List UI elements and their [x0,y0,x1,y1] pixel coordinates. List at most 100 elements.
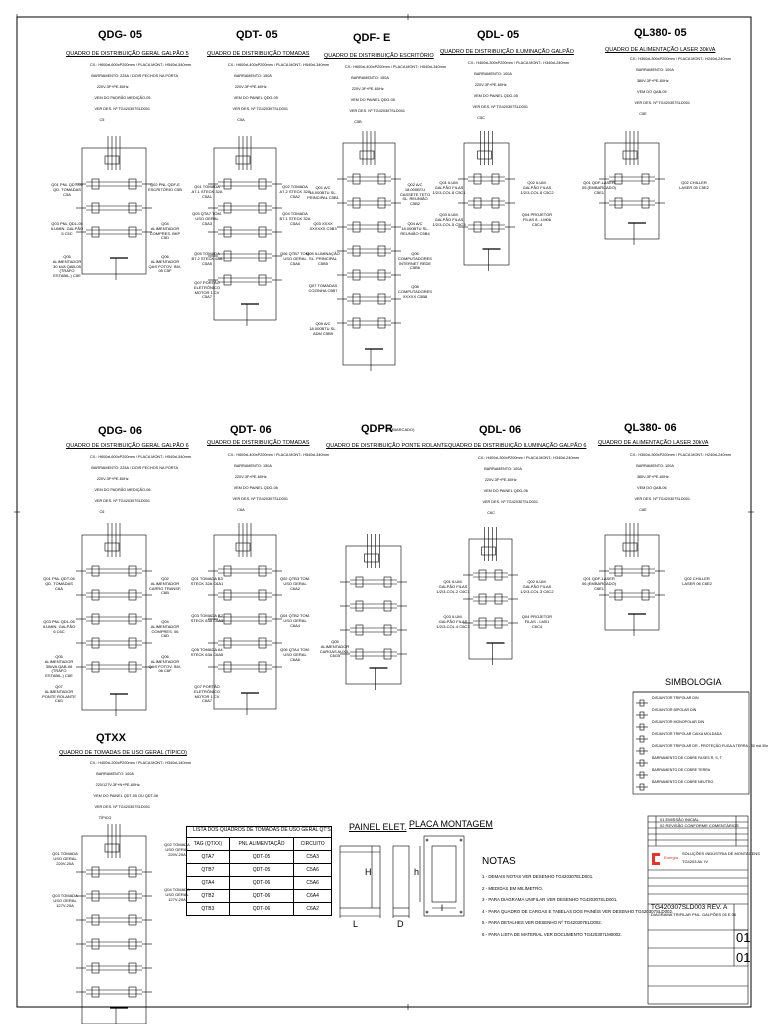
circuit-label: Q01 ILUM. GALPÃO FILAS 1/2/3-COL.6 C5C1 [432,180,466,195]
spec-line: VEM DO PAINEL QDG-05 [473,94,518,98]
spec-line: VEM DO PAINEL QDG-06 [483,489,528,493]
circuit-label: Q04 ALIMENTADOR COMPRES. BKP C5D [149,221,181,241]
spec-line: 380V-3F+PE-60Hz [636,475,669,479]
circuit-label: Q02 TOMADA USO GERAL 220V-20A [164,842,190,857]
circuit-label: Q06 COMPUTADORES INTERNET REDE C5B6 [398,251,432,271]
circuit-label: Q01 TOMADA USO GERAL 220V-20A [52,851,78,866]
breaker [128,866,137,878]
breaker [352,197,361,209]
breaker [614,589,623,601]
breaker [478,569,487,581]
breaker [223,250,232,262]
spec-line: VER DES. Nº TG420307SLD001 [232,497,289,501]
qdt05-tag: QDT- 05 [236,29,278,41]
spec-line: VEM DO PAINEL QDG-06 [233,486,278,490]
panel-box [604,534,660,631]
spec-line: BARRAMENTO: 100A [636,464,674,468]
panel-schematic [463,527,518,665]
breaker [352,221,361,233]
panel-schematic [76,824,152,1024]
header-tag: TAG (QTXX) [186,837,230,851]
placa-title: PLACA MONTAGEM [409,819,493,829]
circuit-label: Q02 ILUM. GALPÃO FILAS 1/2/3-COL.3 C6C2 [520,579,554,594]
qdg05-tag: QDG- 05 [98,29,143,41]
circuit-label: Q04 TOMADA B7.1 STECK 32A C5A4 [279,211,311,226]
spec-line: BARRAMENTO: 225A / DOIS FECHOS NA PORTA [91,74,179,78]
breaker [128,661,137,673]
breaker [352,317,361,329]
ql38005-tag: QL380- 05 [634,27,687,39]
cell: QTA7 [186,850,230,864]
circuit-label: Q01 QDF-LASER 05 (EMBARCADO) C5E1 [582,180,617,195]
breaker [352,173,361,185]
breaker [478,593,487,605]
panel-schematic [599,523,665,636]
logo-icon [652,853,660,865]
breaker [641,565,650,577]
circuit-label: Q04 QTB2 TOM. USO GERAL C6A4 [279,613,311,628]
qdt06-title: QUADRO DE DISTRIBUIÇÃO TOMADAS [207,440,310,446]
breaker [91,202,100,214]
circuit-label: Q01 A/C 18.000BTU SL. PRINCIPAL C5B1 [307,185,339,200]
circuit-label: Q01 QDF-LASER 06 (EMBARCADO) C6E1 [582,576,617,591]
symbol-label: BARRAMENTO DE COBRE FASES R, S, T [652,756,722,760]
spec-line: CX.: H400xL300xP200mm / PLACA MONT.: H34… [467,61,569,65]
qtxx-tag: QTXX [96,732,126,744]
main-breaker [235,542,251,552]
breaker-symbol-icon [636,779,648,791]
breaker [377,197,386,209]
spec-line: 220V-3F+PE-60Hz [96,85,129,89]
breaker [478,617,487,629]
circuit-label: Q04 A/C 18.000BTU SL. REUNIÃO C5B4 [400,221,430,236]
breaker [223,613,232,625]
breaker [223,202,232,214]
spec-line: BARRAMENTO: 100A [96,772,134,776]
cell: QDT-05 [228,850,295,864]
circuit-label: Q05 TOMADA B7.2 STECK 63A C5A5 [191,251,223,266]
breaker [128,938,137,950]
circuit-label: Q01 TOMADA B3 STECK 32A C6A1 [190,576,224,586]
notes-title: NOTAS [482,856,516,867]
circuit-label: Q07 PORTÃO ELETRÔNICO MOTOR 1 CV C6A7 [193,684,220,704]
cell: C5A3 [293,850,332,864]
cell: C6A4 [293,889,332,903]
rev-1: 01 EMISSÃO INICIAL [660,817,699,822]
panel-box [468,538,513,660]
breaker [355,624,364,636]
note-item: 5 - PARA DETALHES VER DESENHO Nº TG42030… [482,920,602,925]
circuit-label: Q04 TOMADA USO GERAL 127V-20A [164,887,190,902]
breaker [473,197,482,209]
note-item: 6 - PARA LISTA DE MATERIAL VER DOCUMENTO… [482,931,622,937]
circuit-label: Q03 PNL QDL-06 ILUMIN. GALPÃO 6 C6C [42,619,76,634]
main-breaker [622,150,638,160]
circuit-label: Q05 ALIMENTADOR 30 kVA QAB-05 (TRAFO EST… [52,254,82,279]
spec-line: VER DES. Nº TG420307SLD001 [94,805,151,809]
panel-box [81,534,147,711]
breaker-symbol-icon [636,755,648,767]
cell: QDT-06 [228,902,295,916]
qdg05-title: QUADRO DE DISTRIBUIÇÃO GERAL GALPÃO 5 [66,51,189,57]
main-breaker [364,553,379,563]
breaker [494,569,503,581]
breaker [91,914,100,926]
breaker [377,269,386,281]
breaker [355,648,364,660]
circuit-label: Q07 ALIMENTADOR PONTE ROLANTE C6G [42,684,76,704]
breaker [91,962,100,974]
main-breaker [104,155,120,165]
panel-schematic [208,136,282,326]
qtxx-title: QUADRO DE TOMADAS DE USO GERAL (TÍPICO) [59,750,187,756]
spec-line: VEM DO PAINEL QDT-05 OU QDT-06 [93,794,159,798]
spec-line: 220V-3F+PE-60Hz [234,475,267,479]
note-item: 4 - PARA QUADRO DE CARGAS E TABELAS DOS … [482,908,674,914]
panel-box [342,142,396,366]
panel-box [345,545,402,685]
breaker [352,293,361,305]
spec-line: CX.: H400xL200xP200mm / PLACA MONT.: H34… [89,761,191,765]
spec-line: VER DES. Nº TG420307SLD001 [349,109,406,113]
circuit-label: Q04 ALIMENTADOR COMPRES. 06 C6D [150,619,180,639]
circuit-label: Q02 PNL QDF-E ESCRITÓRIO C5B [148,182,182,192]
qdl05-title: QUADRO DE DISTRIBUIÇÃO ILUMINAÇÃO GALPÃO [440,49,574,55]
simbologia-title: SIMBOLOGIA [665,677,722,687]
